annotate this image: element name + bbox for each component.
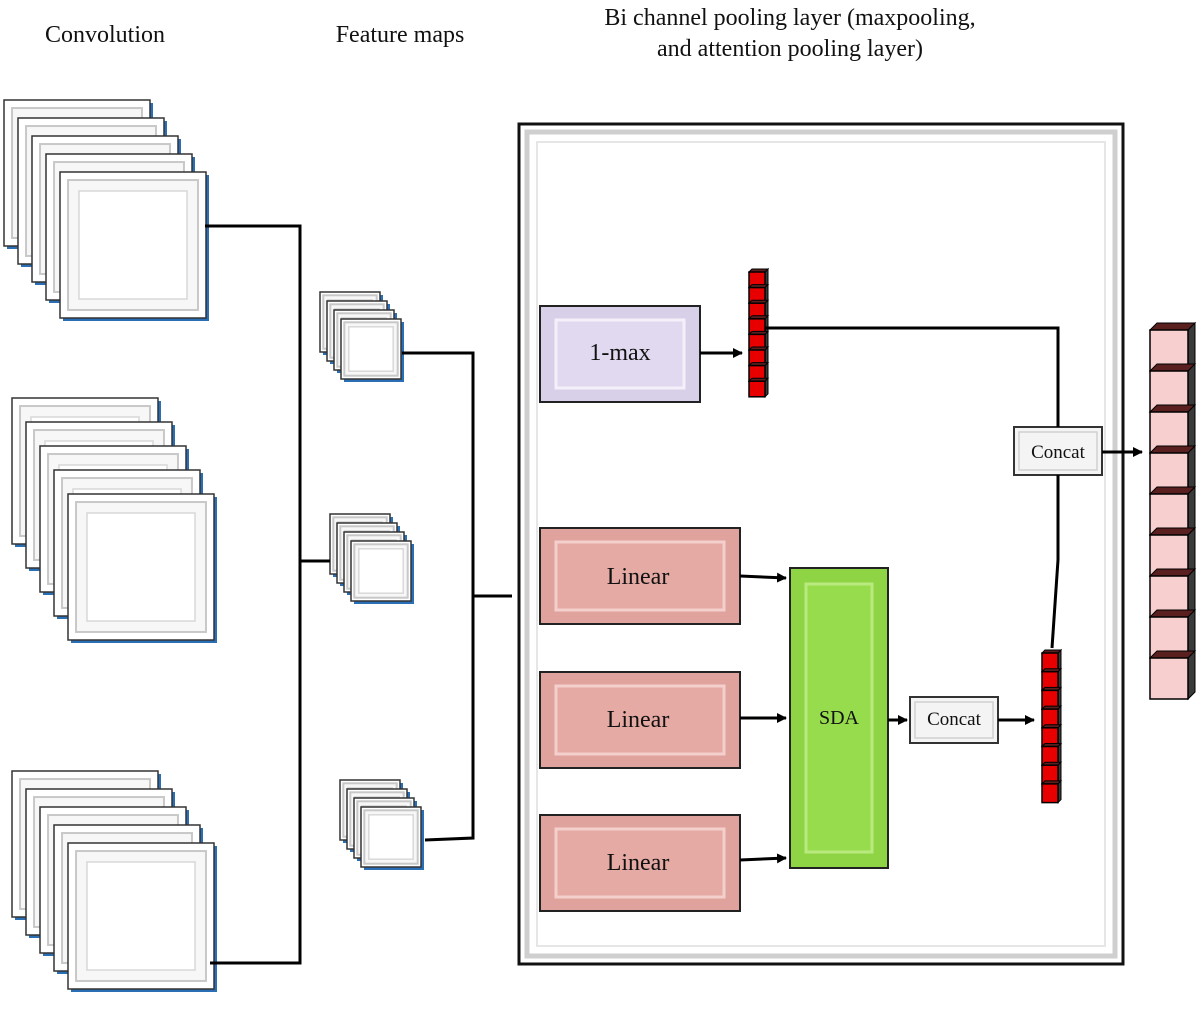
- arrow-linear1-to-sda: [739, 572, 787, 583]
- one-max-block: 1-max: [539, 305, 701, 403]
- linear-label-2: Linear: [607, 707, 670, 733]
- sda-block: SDA: [789, 567, 889, 869]
- convolution-stack-3-layer-5: [67, 842, 217, 992]
- pooling-header-line-1: Bi channel pooling layer (maxpooling,: [604, 5, 976, 31]
- convolution-stack-2: [11, 397, 217, 643]
- max-vector-cell-7: [747, 361, 770, 383]
- max-vector-cell-6: [747, 345, 770, 367]
- max-vector-cell-2: [747, 283, 770, 305]
- concat-inner-label: Concat: [927, 709, 982, 730]
- max-pooled-vector: [747, 267, 770, 399]
- feature-map-stack-1-layer-4: [340, 318, 404, 382]
- sda-label: SDA: [819, 707, 860, 729]
- concat-block-inner: Concat: [909, 696, 999, 744]
- convolution-header: Convolution: [44, 22, 165, 48]
- feature-map-stack-2: [329, 513, 414, 604]
- linear-block-2: Linear: [539, 671, 741, 769]
- concat-block-outer: Concat: [1013, 426, 1103, 476]
- linear-label-1: Linear: [607, 564, 670, 590]
- attention-vector-cell-4: [1040, 704, 1063, 730]
- pooling-layer-header: Bi channel pooling layer (maxpooling, an…: [540, 3, 1040, 65]
- feature-map-stack-3: [339, 779, 424, 870]
- attention-vector-cell-8: [1040, 779, 1063, 804]
- convolution-connectors: [205, 224, 330, 965]
- feature-map-stack-1: [319, 291, 404, 382]
- one-max-label: 1-max: [589, 340, 650, 366]
- linear-block-1: Linear: [539, 527, 741, 625]
- pooling-header-line-2: and attention pooling layer): [657, 36, 923, 62]
- convolution-and-feature-map-stacks: [3, 99, 424, 992]
- convolution-stack-1: [3, 99, 209, 321]
- output-vector-cell-9: [1148, 649, 1197, 701]
- output-vector: [1148, 321, 1197, 701]
- convolution-stack-1-layer-5: [59, 171, 209, 321]
- feature-map-stack-3-layer-4: [360, 806, 424, 870]
- convolution-stack-3: [11, 770, 217, 992]
- linear-block-3: Linear: [539, 814, 741, 912]
- feature-map-connectors: [402, 351, 512, 842]
- arrow-linear3-to-sda: [739, 853, 787, 864]
- convolution-stack-2-layer-5: [67, 493, 217, 643]
- attention-pooled-vector: [1040, 648, 1063, 804]
- max-vector-cell-8: [747, 376, 770, 399]
- attention-vector-cell-6: [1040, 742, 1063, 767]
- feature-map-stack-2-layer-4: [350, 540, 414, 604]
- feature-maps-header: Feature maps: [335, 22, 465, 48]
- arrows: [700, 348, 1143, 864]
- linear-label-3: Linear: [607, 850, 670, 876]
- concat-outer-label: Concat: [1031, 442, 1086, 463]
- pooling-connectors: [765, 326, 1060, 649]
